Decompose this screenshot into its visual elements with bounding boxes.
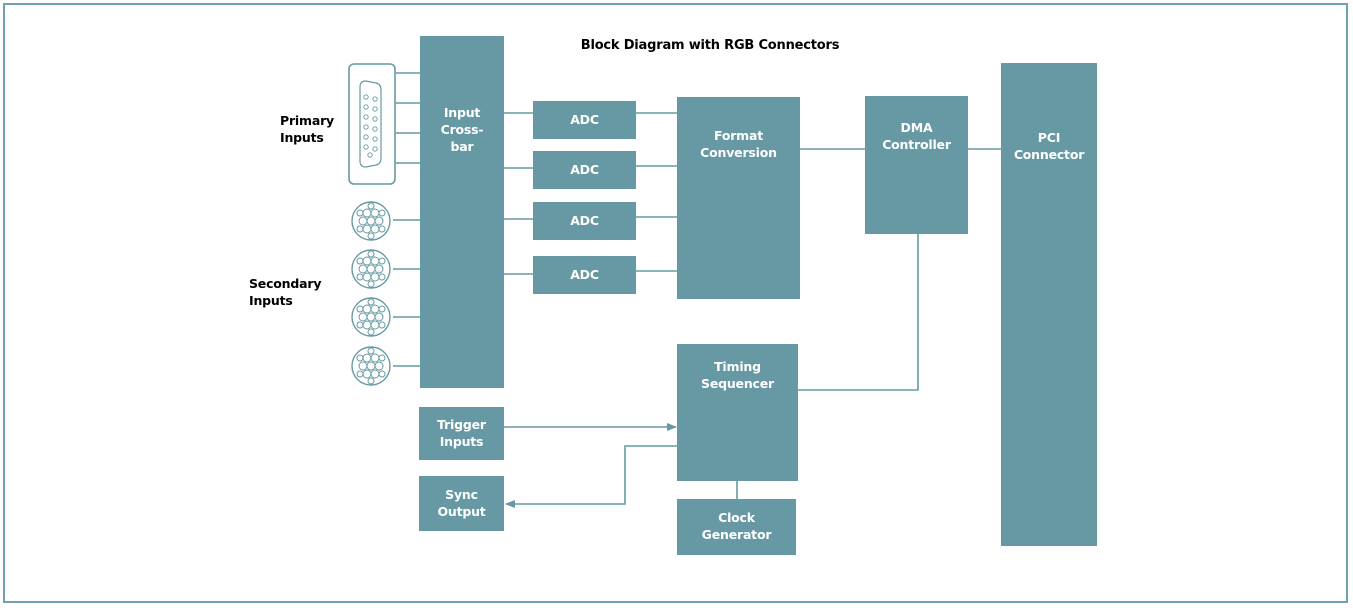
dma-timing-line: [798, 234, 919, 391]
diagram-title: Block Diagram with RGB Connectors: [580, 38, 840, 53]
bnc-connector-icon: [351, 249, 391, 289]
pci-connector-block: PCI Connector: [1001, 63, 1097, 546]
adc-block-4: ADC: [533, 256, 636, 294]
bnc-connector-icon: [351, 297, 391, 337]
format-conversion-block: Format Conversion: [677, 97, 800, 299]
input-crossbar-block: Input Cross- bar: [420, 36, 504, 388]
trigger-inputs-block: Trigger Inputs: [419, 407, 504, 460]
bnc-connector-icon: [351, 346, 391, 386]
adc-block-2: ADC: [533, 151, 636, 189]
dma-controller-block: DMA Controller: [865, 96, 968, 234]
sync-output-block: Sync Output: [419, 476, 504, 531]
vga-connector-icon: [348, 63, 396, 185]
timing-sequencer-block: Timing Sequencer: [677, 344, 798, 481]
adc-block-3: ADC: [533, 202, 636, 240]
secondary-inputs-label: Secondary Inputs: [249, 276, 322, 308]
primary-inputs-label: Primary Inputs: [280, 113, 334, 145]
clock-generator-block: Clock Generator: [677, 499, 796, 555]
diagram-frame: [3, 3, 1348, 603]
sync-arrow: [505, 445, 677, 508]
adc-block-1: ADC: [533, 101, 636, 139]
bnc-connector-icon: [351, 201, 391, 241]
